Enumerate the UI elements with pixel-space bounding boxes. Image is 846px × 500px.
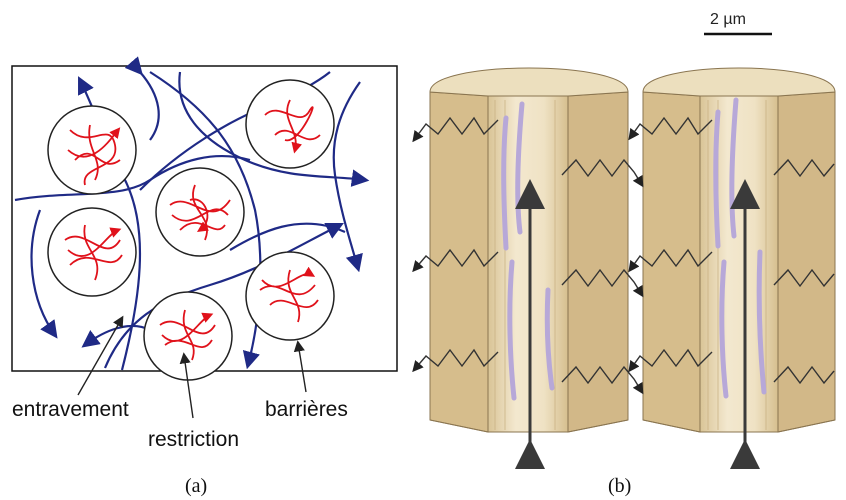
- pointer-restriction: [179, 352, 194, 419]
- zigzag-12: [773, 365, 835, 385]
- zigzag-8: [628, 248, 713, 273]
- pointer-entanglement: [77, 315, 124, 396]
- zigzag-4: [561, 158, 644, 188]
- cell-column-2: [642, 67, 836, 469]
- zigzag-3: [412, 348, 499, 373]
- zigzag-arrows: [412, 116, 835, 395]
- panel-b: 2 µm: [412, 11, 836, 497]
- zigzag-6: [561, 365, 644, 395]
- blue-path-2: [103, 223, 344, 369]
- cell-2-inclusion-1: [713, 109, 721, 249]
- red-trajectories: [64, 99, 321, 361]
- pointer-barriers: [293, 340, 307, 393]
- cell-1-inclusion-1: [501, 115, 509, 251]
- red-4: [64, 225, 122, 281]
- red-3: [169, 184, 231, 241]
- blue-path-7: [14, 154, 251, 202]
- red-6: [159, 310, 215, 361]
- label-restriction: restriction: [148, 428, 239, 451]
- zigzag-1: [412, 116, 499, 143]
- cell-1-inclusion-4: [544, 287, 555, 391]
- zigzag-9: [628, 348, 713, 373]
- panel-a: entravement restriction barrières (a): [11, 56, 398, 497]
- zigzag-2: [412, 248, 499, 273]
- blue-path-6: [30, 209, 58, 339]
- cell-1-lumen: [487, 95, 569, 433]
- caption-a: (a): [185, 475, 207, 497]
- scale-bar-label: 2 µm: [710, 11, 746, 28]
- blue-path-10: [229, 222, 346, 251]
- zigzag-7: [628, 116, 713, 141]
- cell-2-inclusion-3: [719, 259, 729, 399]
- zigzag-11: [773, 268, 835, 288]
- cell-column-1: [429, 67, 629, 469]
- caption-b: (b): [608, 475, 631, 497]
- cell-2-left-face: [642, 91, 701, 433]
- red-1: [67, 125, 120, 186]
- cell-5: [245, 251, 335, 341]
- red-2: [264, 99, 321, 150]
- label-pointers: [77, 315, 307, 419]
- label-barriers: barrières: [265, 398, 348, 421]
- cell-1-right-face: [567, 91, 629, 433]
- cell-1-top: [429, 67, 629, 97]
- label-entanglement: entravement: [12, 398, 129, 421]
- zigzag-10: [773, 158, 835, 178]
- cell-2-top: [642, 67, 836, 97]
- red-5: [259, 270, 318, 323]
- blue-path-11: [124, 56, 160, 141]
- blue-path-4: [178, 71, 370, 187]
- blue-path-9: [332, 81, 363, 273]
- zigzag-5: [561, 268, 644, 298]
- cell-1-inclusion-3: [507, 259, 517, 401]
